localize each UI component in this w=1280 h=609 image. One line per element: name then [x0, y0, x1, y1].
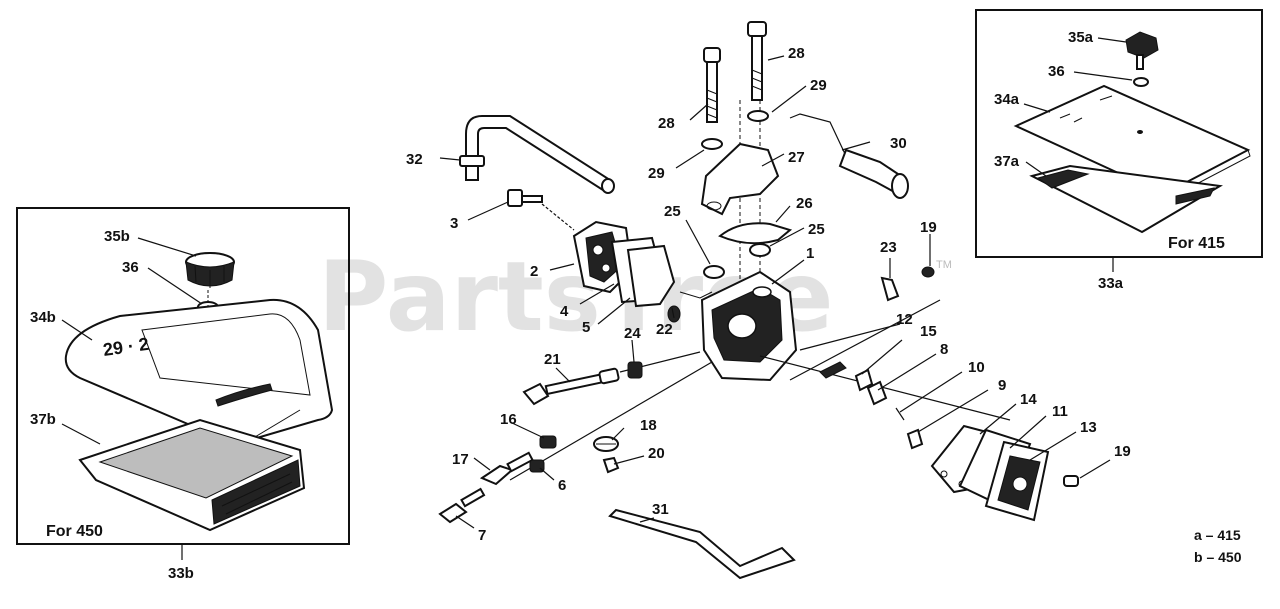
part-label-p1: 1 — [806, 245, 814, 262]
part-label-p5: 5 — [582, 319, 590, 336]
screw-19-top[interactable] — [921, 266, 935, 278]
gasket-26[interactable] — [718, 222, 793, 245]
part-label-p32: 32 — [406, 151, 423, 168]
part-label-p11: 11 — [1052, 403, 1068, 420]
part-label-p13: 13 — [1080, 419, 1097, 436]
plate-27[interactable] — [700, 142, 780, 216]
part-label-p31: 31 — [652, 501, 669, 518]
cover-34b[interactable]: 29 · 2 — [64, 298, 334, 446]
label-33a: 33a — [1098, 275, 1124, 292]
washer-29-right[interactable] — [747, 110, 769, 122]
label-35b: 35b — [104, 228, 130, 245]
part-label-p8: 8 — [940, 341, 948, 358]
legend-b: b – 450 — [1194, 549, 1242, 565]
part-label-p25b: 25 — [808, 221, 825, 238]
washer-29-left[interactable] — [701, 138, 723, 150]
spring-16[interactable] — [539, 435, 557, 449]
screw-17[interactable] — [479, 451, 534, 486]
gasket-25-left[interactable] — [703, 265, 725, 279]
filter-37b[interactable] — [78, 418, 306, 532]
gasket-25-right[interactable] — [749, 243, 771, 257]
part-label-p19b: 19 — [1114, 443, 1131, 460]
label-36-left: 36 — [122, 259, 139, 276]
caption-for-415: For 415 — [1168, 235, 1225, 252]
part-label-p4: 4 — [560, 303, 569, 320]
spring-22[interactable] — [667, 305, 681, 323]
part-label-p2: 2 — [530, 263, 538, 280]
part-label-p28b: 28 — [788, 45, 805, 62]
part-label-p20: 20 — [648, 445, 665, 462]
part-label-p28a: 28 — [658, 115, 675, 132]
part-label-p24: 24 — [624, 325, 641, 342]
part-label-p3: 3 — [450, 215, 458, 232]
inset-415: 35a 36 34a 37a For 415 33a — [975, 9, 1263, 292]
label-37a: 37a — [994, 153, 1020, 170]
part-label-p17: 17 — [452, 451, 469, 468]
needle-12[interactable] — [819, 361, 847, 379]
inset-450-frame — [16, 207, 350, 545]
label-33b: 33b — [168, 565, 194, 582]
part-label-p18: 18 — [640, 417, 657, 434]
tube-32[interactable] — [459, 115, 615, 194]
cover-13[interactable] — [984, 440, 1050, 522]
gasket-5[interactable] — [626, 244, 676, 308]
fitting-3[interactable] — [507, 189, 543, 207]
part-label-p27: 27 — [788, 149, 805, 166]
carburetor-body-1[interactable] — [700, 270, 798, 382]
rod-31[interactable] — [608, 508, 796, 580]
part-labels: 1234567891011121314151617181919202122232… — [406, 45, 1131, 544]
part-label-p25a: 25 — [664, 203, 681, 220]
gear-24[interactable] — [627, 361, 643, 379]
inset-450: 29 · 2 35b 36 34b 37b For 450 33b — [16, 207, 350, 582]
part-label-p10: 10 — [968, 359, 985, 376]
part-label-p26: 26 — [796, 195, 813, 212]
part-label-p14: 14 — [1020, 391, 1037, 408]
legend-a: a – 415 — [1194, 527, 1241, 543]
washer-18[interactable] — [593, 436, 619, 452]
part-label-p22: 22 — [656, 321, 673, 338]
label-37b: 37b — [30, 411, 56, 428]
label-36-right: 36 — [1048, 63, 1065, 80]
label-34a: 34a — [994, 91, 1020, 108]
part-label-p7: 7 — [478, 527, 486, 544]
part-label-p19a: 19 — [920, 219, 937, 236]
trademark-mark: TM — [936, 259, 952, 271]
part-label-p12: 12 — [896, 311, 913, 328]
nut-20[interactable] — [602, 456, 620, 474]
label-35a: 35a — [1068, 29, 1094, 46]
legend: a – 415 b – 450 — [1194, 527, 1242, 565]
screw-19-bottom[interactable] — [1063, 475, 1079, 487]
part-label-p16: 16 — [500, 411, 517, 428]
part-label-p15: 15 — [920, 323, 937, 340]
part-label-p29a: 29 — [648, 165, 665, 182]
washer-36-right[interactable] — [1133, 77, 1149, 87]
part-label-p23: 23 — [880, 239, 897, 256]
caption-for-450: For 450 — [46, 523, 103, 540]
part-label-p21: 21 — [544, 351, 561, 368]
lever-30[interactable] — [789, 113, 909, 199]
main-assembly — [438, 21, 1079, 580]
knob-35a[interactable] — [1125, 31, 1159, 70]
bracket-23[interactable] — [880, 276, 900, 302]
valve-9[interactable] — [906, 428, 924, 450]
leader-lines — [439, 55, 1111, 529]
part-label-p30: 30 — [890, 135, 907, 152]
filter-37a[interactable] — [1029, 164, 1224, 234]
inset-415-frame — [975, 9, 1263, 258]
part-label-p9: 9 — [998, 377, 1006, 394]
screw-28-right[interactable] — [747, 21, 767, 101]
screw-28-left[interactable] — [703, 47, 721, 123]
label-34b: 34b — [30, 309, 56, 326]
part-label-p29b: 29 — [810, 77, 827, 94]
knob-35b[interactable] — [185, 252, 235, 288]
spring-10[interactable] — [895, 407, 905, 421]
part-label-p6: 6 — [558, 477, 566, 494]
screw-21[interactable] — [522, 367, 620, 406]
screw-7[interactable] — [438, 487, 486, 524]
